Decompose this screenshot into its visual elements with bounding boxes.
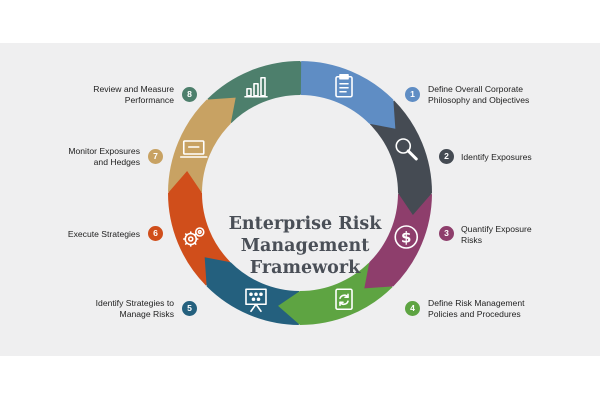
- step-label-line: Define Overall Corporate: [428, 84, 524, 94]
- step-number-4: 4: [405, 301, 420, 316]
- step-number-1: 1: [405, 87, 420, 102]
- document-cycle-icon: [335, 288, 353, 311]
- step-label-6: Execute Strategies: [12, 229, 140, 240]
- step-number-8: 8: [182, 87, 197, 102]
- ring-segment-5: [204, 257, 300, 325]
- title-line: Enterprise Risk: [228, 214, 382, 234]
- step-number-2: 2: [439, 149, 454, 164]
- ring-segment-7: [168, 97, 236, 193]
- ring-segment-2: [369, 100, 433, 215]
- bar-chart-icon: [244, 76, 268, 98]
- ring-segment-1: [300, 61, 396, 129]
- gears-icon: [182, 227, 205, 247]
- step-label-line: Identify Exposures: [461, 152, 532, 162]
- step-label-line: Performance: [124, 94, 174, 105]
- step-label-line: Risks: [461, 234, 483, 245]
- title-line: Management: [240, 236, 370, 256]
- step-label-4: Define Risk Management Policies and Proc…: [428, 298, 556, 319]
- step-label-line: Quantify Exposure: [461, 224, 532, 234]
- step-label-7: Monitor Exposures and Hedges: [12, 146, 140, 167]
- step-label-line: Policies and Procedures: [428, 308, 521, 319]
- step-label-line: Execute Strategies: [67, 229, 140, 239]
- step-label-line: Review and Measure: [93, 84, 174, 94]
- step-number-3: 3: [439, 226, 454, 241]
- step-label-3: Quantify Exposure Risks: [461, 224, 589, 245]
- diagram-panel: $ Enterprise Risk Management Framework 1…: [0, 43, 600, 356]
- laptop-icon: [179, 140, 208, 158]
- step-label-line: Define Risk Management: [428, 298, 525, 308]
- title-line: Framework: [249, 258, 361, 278]
- step-label-2: Identify Exposures: [461, 152, 589, 163]
- magnifier-icon: [395, 138, 418, 161]
- clipboard-icon: [335, 73, 353, 98]
- presentation-board-icon: [245, 288, 267, 313]
- step-label-5: Identify Strategies to Manage Risks: [46, 298, 174, 319]
- step-number-7: 7: [148, 149, 163, 164]
- ring-segment-3: [364, 193, 432, 289]
- step-label-line: Philosophy and Objectives: [428, 94, 530, 105]
- step-label-8: Review and Measure Performance: [46, 84, 174, 105]
- svg-text:$: $: [401, 229, 411, 247]
- step-label-line: Monitor Exposures: [68, 146, 140, 156]
- center-title: Enterprise Risk Management Framework: [205, 213, 405, 279]
- step-label-line: and Hedges: [93, 156, 140, 167]
- step-label-line: Identify Strategies to: [95, 298, 174, 308]
- dollar-icon: $: [394, 225, 419, 249]
- cycle-ring: $: [168, 61, 433, 325]
- step-label-1: Define Overall Corporate Philosophy and …: [428, 84, 556, 105]
- step-label-line: Manage Risks: [119, 308, 174, 319]
- step-number-5: 5: [182, 301, 197, 316]
- step-number-6: 6: [148, 226, 163, 241]
